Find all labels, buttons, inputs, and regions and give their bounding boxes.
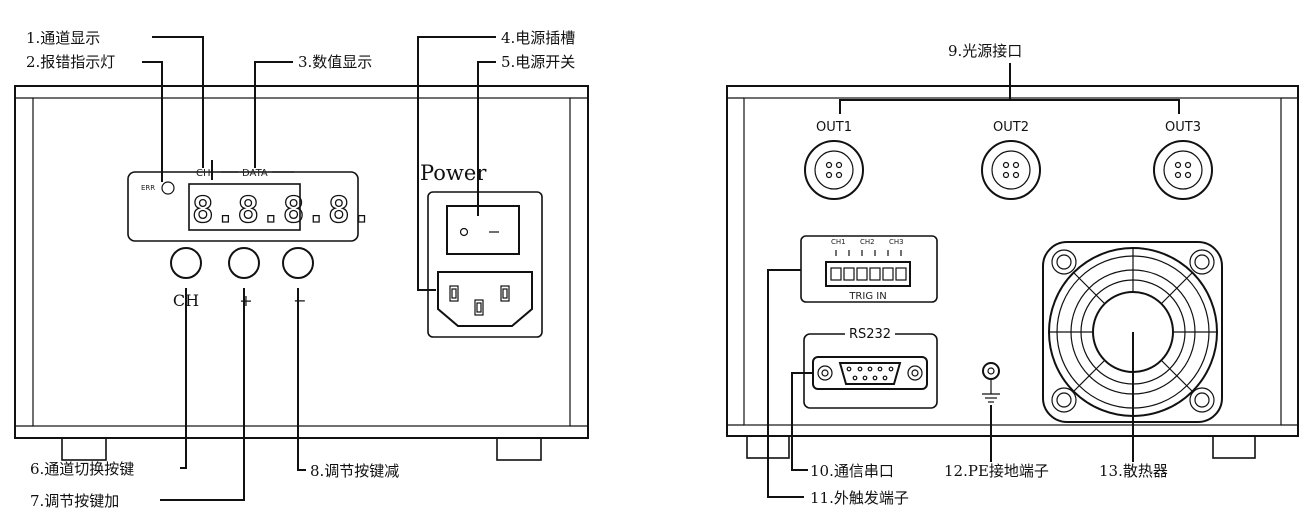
rear-panel: OUT1 OUT2 OUT3 CH1 CH2 CH3: [726, 63, 1299, 459]
out1-connector[interactable]: [804, 140, 864, 200]
callout-10: 10.通信串口: [810, 462, 894, 480]
front-leaders: [142, 36, 496, 501]
callout-11: 11.外触发端子: [810, 489, 909, 507]
callout-12: 12.PE接地端子: [944, 462, 1049, 480]
ch-label: CH: [196, 168, 211, 179]
callout-6: 6.通道切换按键: [30, 460, 134, 478]
power-module: [427, 191, 543, 338]
data-label: DATA: [242, 168, 268, 179]
out1-label: OUT1: [816, 120, 852, 135]
rs232-label: RS232: [849, 327, 891, 342]
callout-2: 2.报错指示灯: [26, 53, 115, 71]
callout-9: 9.光源接口: [948, 42, 1022, 60]
plus-button-label: +: [239, 291, 252, 310]
callout-8: 8.调节按键减: [310, 462, 399, 480]
front-callouts: 1.通道显示 2.报错指示灯 3.数值显示 4.电源插槽 5.电源开关 6.通道…: [26, 29, 575, 510]
display-frame: [127, 171, 359, 242]
err-label: ERR: [141, 184, 155, 192]
rear-enclosure-inner: [743, 97, 1282, 426]
pe-ground-terminal[interactable]: [982, 362, 1000, 403]
power-label: Power: [420, 161, 487, 185]
out3-label: OUT3: [1165, 120, 1201, 135]
trig-in-terminal[interactable]: [825, 250, 911, 287]
minus-button[interactable]: [282, 247, 314, 279]
callout-13: 13.散热器: [1099, 462, 1168, 480]
rs232-connector[interactable]: [812, 356, 928, 390]
power-switch[interactable]: [446, 205, 520, 255]
callout-1: 1.通道显示: [26, 29, 100, 47]
callout-4: 4.电源插槽: [501, 29, 575, 47]
seven-segment-display: [188, 183, 301, 231]
trig-ch3-label: CH3: [889, 238, 904, 246]
out3-connector[interactable]: [1153, 140, 1213, 200]
minus-button-label: −: [293, 291, 306, 310]
rear-enclosure-outer: [726, 85, 1299, 437]
front-enclosure-inner: [32, 97, 571, 427]
rear-foot-right: [1212, 435, 1256, 459]
trig-ch1-label: CH1: [831, 238, 846, 246]
callout-5: 5.电源开关: [501, 53, 575, 71]
switch-off-mark: [459, 227, 469, 237]
out2-label: OUT2: [993, 120, 1029, 135]
display-digits: 8.8.8.8.: [192, 190, 373, 231]
trig-ch2-label: CH2: [860, 238, 875, 246]
rear-callouts: 9.光源接口 10.通信串口 11.外触发端子 12.PE接地端子 13.散热器: [810, 42, 1168, 507]
power-socket: [437, 271, 533, 327]
front-foot-right: [496, 437, 542, 461]
front-foot-left: [61, 437, 107, 461]
plus-button[interactable]: [228, 247, 260, 279]
front-enclosure-outer: [14, 85, 589, 439]
rear-leaders: [767, 269, 1134, 498]
trig-in-label: TRIG IN: [848, 291, 886, 302]
front-panel: ERR CH DATA 8.8.8.8. CH + − Power: [14, 85, 589, 461]
ch-button[interactable]: [170, 247, 202, 279]
out2-connector[interactable]: [981, 140, 1041, 200]
err-indicator-led: [161, 181, 175, 195]
callout-3: 3.数值显示: [298, 53, 372, 71]
callout-7: 7.调节按键加: [30, 492, 119, 510]
